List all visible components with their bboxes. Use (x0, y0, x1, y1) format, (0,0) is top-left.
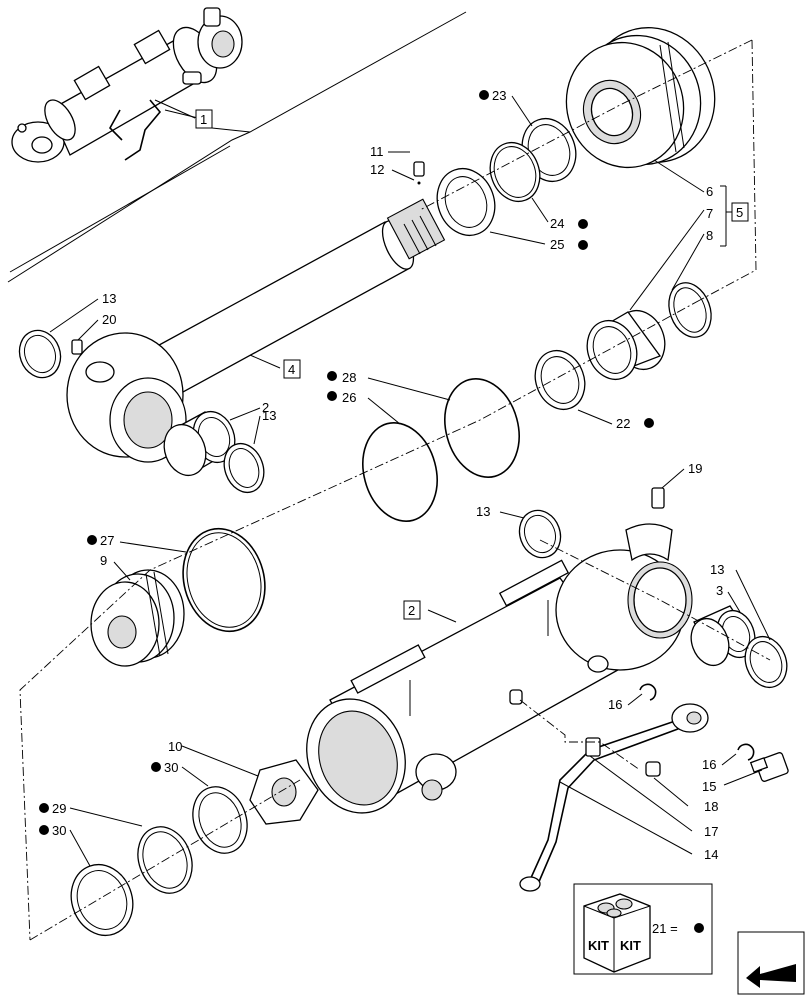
callout-19: 19 (688, 461, 702, 476)
kit-label-right: KIT (620, 938, 641, 953)
callout-18: 18 (704, 799, 718, 814)
callout-22: 22 (616, 416, 630, 431)
kit-label-left: KIT (588, 938, 609, 953)
bolt-15 (749, 752, 789, 782)
callout-13-right: 13 (710, 562, 724, 577)
callout-30-upper: 30 (164, 760, 178, 775)
callout-box-5 (731, 202, 749, 222)
callout-box-1 (195, 109, 213, 129)
callout-17: 17 (704, 824, 718, 839)
grease-fitting-11 (413, 161, 425, 177)
piston-rod-4 (66, 198, 446, 463)
ring-30-lower (70, 863, 134, 937)
callout-8: 8 (706, 228, 713, 243)
piston-9 (90, 569, 185, 667)
callout-24: 24 (550, 216, 564, 231)
callout-box-2 (403, 600, 421, 620)
ring-13-rod (223, 442, 265, 494)
callout-11: 11 (370, 144, 384, 159)
ring-22 (534, 349, 586, 411)
piston-assembly (565, 27, 716, 169)
axis-line-lower (539, 539, 771, 661)
callout-25: 25 (550, 237, 564, 252)
callout-16b: 16 (702, 757, 716, 772)
axis-line-middle (19, 299, 701, 941)
seal-ring-24 (489, 141, 541, 203)
callout-labels: 1 4 5 2 23 24 25 6 7 8 11 12 13 20 28 26… (39, 88, 749, 862)
ring-30-upper (192, 786, 248, 854)
kit-legend: KIT KIT 21 = (573, 883, 713, 975)
callout-13-rod-left: 13 (102, 291, 116, 306)
cylinder-barrel-2 (306, 523, 693, 814)
clip-16a (639, 683, 657, 701)
seal-27 (182, 527, 266, 633)
callout-13-rod: 13 (262, 408, 276, 423)
clip-16b (737, 743, 755, 761)
callout-2-barrel: 2 (408, 603, 415, 618)
callout-20: 20 (102, 312, 116, 327)
callout-9: 9 (100, 553, 107, 568)
callout-23: 23 (492, 88, 506, 103)
callout-12: 12 (370, 162, 384, 177)
callout-7: 7 (706, 206, 713, 221)
callout-3: 3 (716, 583, 723, 598)
overview-cylinder (11, 7, 243, 163)
plug (509, 689, 523, 705)
callout-29: 29 (52, 801, 66, 816)
callout-26: 26 (342, 390, 356, 405)
bushing-7 (586, 309, 666, 381)
callout-30-lower: 30 (52, 823, 66, 838)
callout-4: 4 (288, 362, 295, 377)
fitting-18 (645, 761, 661, 777)
hydraulic-tube-14 (519, 703, 709, 892)
o-ring-28 (444, 378, 520, 478)
overview-boundary (7, 11, 467, 283)
kit-legend-text: 21 = (652, 921, 678, 936)
callout-2-rod: 2 (262, 400, 269, 415)
kit-box-icon: KIT KIT (583, 893, 651, 973)
grease-fitting-19 (651, 487, 665, 509)
callout-28: 28 (342, 370, 356, 385)
seal-ring-25 (436, 167, 496, 237)
kit-marker-dot-icon (479, 90, 489, 100)
callout-10: 10 (168, 739, 182, 754)
callout-1: 1 (200, 112, 207, 127)
callout-16a: 16 (608, 697, 622, 712)
callout-6: 6 (706, 184, 713, 199)
ring-8 (668, 282, 712, 338)
callout-5: 5 (736, 205, 743, 220)
callout-13-barrel: 13 (476, 504, 490, 519)
navigation-arrow-icon[interactable] (737, 931, 805, 995)
callout-15: 15 (702, 779, 716, 794)
axis-line-upper (419, 39, 753, 211)
ring-13-left (18, 329, 62, 379)
o-ring-26 (362, 422, 438, 522)
leader-lines (49, 95, 771, 867)
bushing-2-rod (163, 410, 236, 477)
callout-27: 27 (100, 533, 114, 548)
grease-fitting-20 (71, 339, 83, 355)
callout-box-4 (283, 359, 301, 379)
callout-14: 14 (704, 847, 718, 862)
ring-13-barrel (518, 509, 562, 559)
